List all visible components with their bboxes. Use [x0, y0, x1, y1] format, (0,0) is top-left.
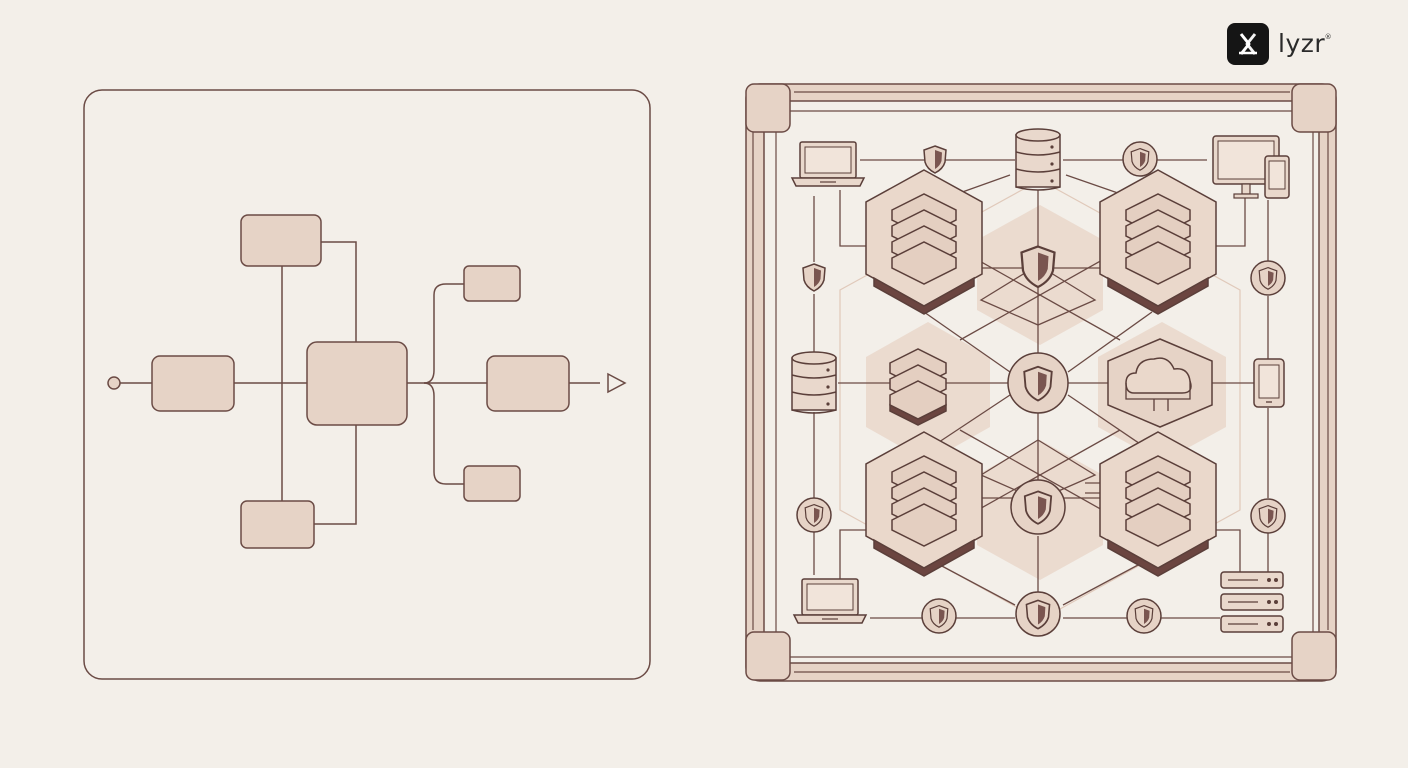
flow-node-top — [240, 214, 322, 267]
server-stack-icon — [889, 348, 947, 426]
lyzr-logo-icon — [1227, 23, 1269, 65]
shield-hub-bottom — [1015, 591, 1061, 637]
server-rack-icon — [1220, 571, 1284, 633]
brand-name: lyzr® — [1278, 28, 1333, 58]
registered-mark: ® — [1324, 32, 1333, 41]
left-panel — [83, 89, 651, 680]
cloud-icon — [1107, 338, 1213, 428]
flow-node-upper-right — [463, 265, 521, 302]
laptop-icon — [791, 141, 865, 187]
shield-icon — [796, 497, 832, 533]
database-icon-top — [1015, 128, 1061, 191]
flow-end-arrow — [607, 372, 627, 394]
flow-node-bottom — [240, 500, 315, 549]
brand-logo[interactable]: lyzr® — [1227, 23, 1333, 65]
shield-icon — [1126, 598, 1162, 634]
smartphone-icon — [1253, 358, 1285, 408]
shield-hub-lower — [1010, 479, 1066, 535]
right-panel — [745, 83, 1337, 682]
flow-node-input — [151, 355, 235, 412]
shield-icon — [1122, 141, 1158, 177]
database-icon-left — [791, 351, 837, 414]
flow-node-center — [306, 341, 408, 426]
shield-icon — [1250, 498, 1286, 534]
flow-node-boxes — [151, 214, 570, 549]
shield-hub-center — [1007, 352, 1069, 414]
flow-node-lower-right — [463, 465, 521, 502]
desktop-monitor-icon — [1212, 135, 1290, 199]
flow-start-node — [107, 376, 121, 390]
flow-node-output — [486, 355, 570, 412]
shield-icon — [1250, 260, 1286, 296]
flow-connectors — [120, 241, 600, 525]
laptop-icon — [793, 578, 867, 624]
shield-icon — [921, 598, 957, 634]
